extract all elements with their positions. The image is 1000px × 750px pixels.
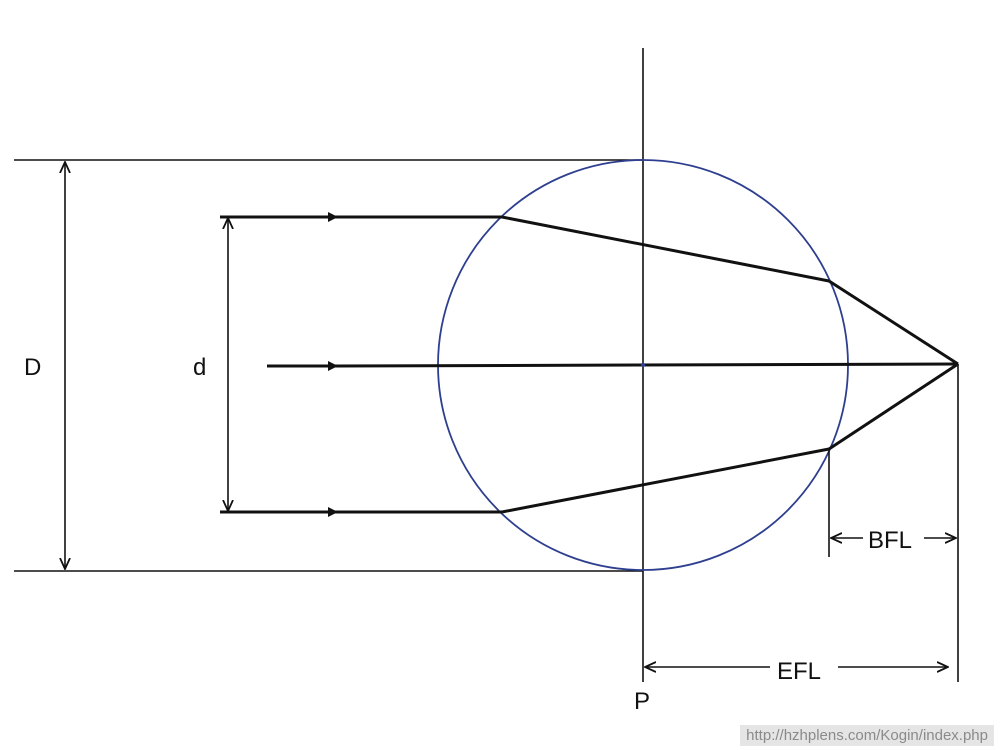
label-EFL: EFL — [777, 658, 821, 685]
center-ray — [335, 362, 959, 368]
label-BFL: BFL — [868, 527, 912, 554]
lens-center-dot — [640, 362, 646, 368]
bottom-ray-exit — [828, 362, 959, 451]
top-ray-refracted — [501, 215, 830, 283]
source-url-watermark: http://hzhplens.com/Kogin/index.php — [740, 725, 994, 746]
bottom-ray-refracted — [501, 447, 830, 514]
top-ray-exit — [828, 279, 959, 366]
label-d: d — [193, 354, 206, 381]
label-P: P — [634, 688, 650, 715]
label-D: D — [24, 354, 41, 381]
